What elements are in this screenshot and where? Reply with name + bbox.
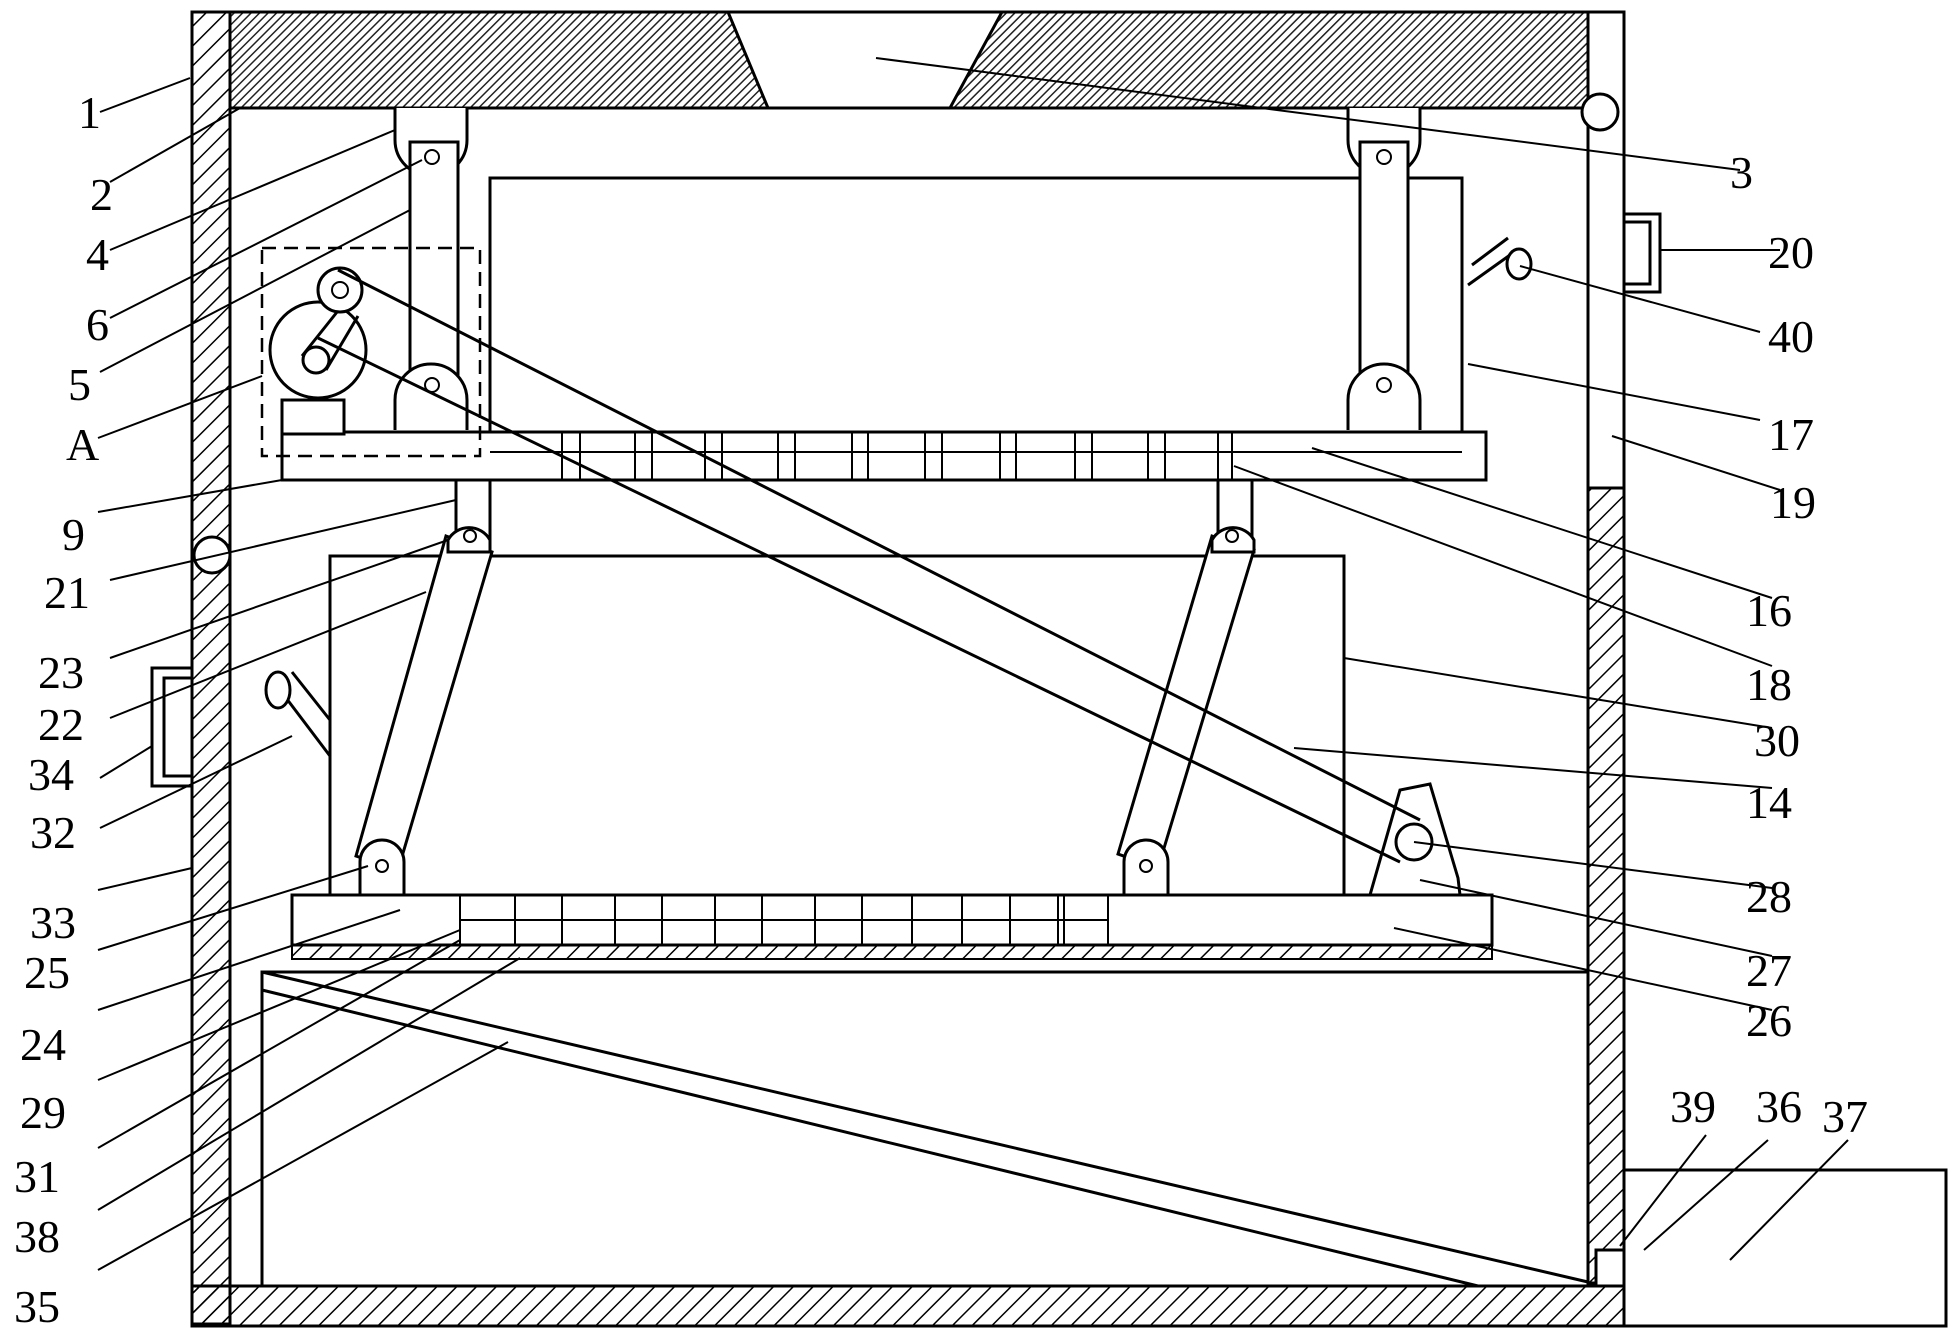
label-4: 4 — [86, 229, 109, 280]
leader-lines — [97, 57, 1849, 1271]
label-27: 27 — [1746, 945, 1792, 996]
label-26: 26 — [1746, 995, 1792, 1046]
right-wall-lower — [1586, 486, 1626, 1285]
label-24: 24 — [20, 1019, 66, 1070]
label-6: 6 — [86, 299, 109, 350]
label-3: 3 — [1730, 147, 1753, 198]
right-hanger-link — [1358, 140, 1410, 392]
inclined-plate-bottom — [261, 988, 1479, 1288]
lower-screen-mesh — [459, 895, 1109, 945]
left-top-bolt — [424, 149, 440, 165]
right-wall-upper — [1586, 10, 1626, 490]
label-22: 22 — [38, 699, 84, 750]
right-lower-hinge — [1122, 838, 1170, 897]
lower-outlet-pipe — [264, 670, 332, 757]
label-A: A — [66, 419, 99, 470]
collection-inner-frame — [260, 970, 1590, 1288]
drive-belt-upper — [337, 268, 1421, 822]
label-36: 36 — [1756, 1081, 1802, 1132]
right-bottom-hinge — [1346, 362, 1422, 430]
label-34: 34 — [28, 749, 74, 800]
label-16: 16 — [1746, 585, 1792, 636]
right-bottom-bolt — [1376, 377, 1392, 393]
upper-screen-mesh — [490, 432, 1462, 480]
label-18: 18 — [1746, 659, 1792, 710]
upper-box — [488, 176, 1464, 455]
left-handle — [150, 666, 192, 788]
upper-outlet-pipe — [1467, 236, 1533, 287]
label-1: 1 — [78, 87, 101, 138]
label-23: 23 — [38, 647, 84, 698]
label-2: 2 — [90, 169, 113, 220]
bottom-wall — [190, 1284, 1626, 1328]
left-bottom-hinge — [393, 362, 469, 430]
detail-a-box — [260, 246, 482, 458]
label-33: 33 — [30, 897, 76, 948]
left-lower-hinge — [358, 838, 406, 897]
left-wall — [190, 10, 232, 1326]
label-32: 32 — [30, 807, 76, 858]
wall-bolt-left — [192, 535, 232, 575]
label-5: 5 — [68, 359, 91, 410]
label-19: 19 — [1770, 477, 1816, 528]
feed-hopper — [725, 10, 1005, 110]
left-swing-link — [354, 534, 494, 872]
motor-base — [280, 398, 346, 436]
lower-screen-assembly — [264, 268, 1494, 960]
label-21: 21 — [44, 567, 90, 618]
housing — [190, 10, 1626, 1328]
label-9: 9 — [62, 509, 85, 560]
drive-crank-top — [316, 266, 364, 314]
label-29: 29 — [20, 1087, 66, 1138]
label-28: 28 — [1746, 871, 1792, 922]
label-37: 37 — [1822, 1091, 1868, 1142]
label-25: 25 — [24, 947, 70, 998]
left-upper-hinge — [446, 526, 492, 554]
right-handle — [1624, 212, 1662, 294]
upper-screen-assembly — [260, 108, 1533, 482]
label-40: 40 — [1768, 311, 1814, 362]
label-31: 31 — [14, 1151, 60, 1202]
drive-belt-lower — [317, 336, 1401, 864]
wall-bolt-right — [1580, 92, 1620, 132]
collection-area — [260, 970, 1948, 1328]
label-38: 38 — [14, 1211, 60, 1262]
upper-frame-plate — [280, 430, 1488, 482]
lower-screen-hatch — [291, 944, 1493, 960]
label-20: 20 — [1768, 227, 1814, 278]
label-14: 14 — [1746, 777, 1792, 828]
inclined-plate-top — [261, 970, 1589, 1284]
left-hanger-link — [408, 140, 460, 392]
collection-box — [1622, 1168, 1948, 1328]
label-30: 30 — [1754, 715, 1800, 766]
drive-crank-pin — [301, 345, 331, 375]
right-top-bolt — [1376, 149, 1392, 165]
label-39: 39 — [1670, 1081, 1716, 1132]
label-17: 17 — [1768, 409, 1814, 460]
label-35: 35 — [14, 1281, 60, 1332]
right-upper-hinge — [1210, 526, 1256, 554]
reference-labels: 1 2 3 4 6 5 A 9 21 23 22 34 32 33 25 24 … — [14, 87, 1868, 1332]
